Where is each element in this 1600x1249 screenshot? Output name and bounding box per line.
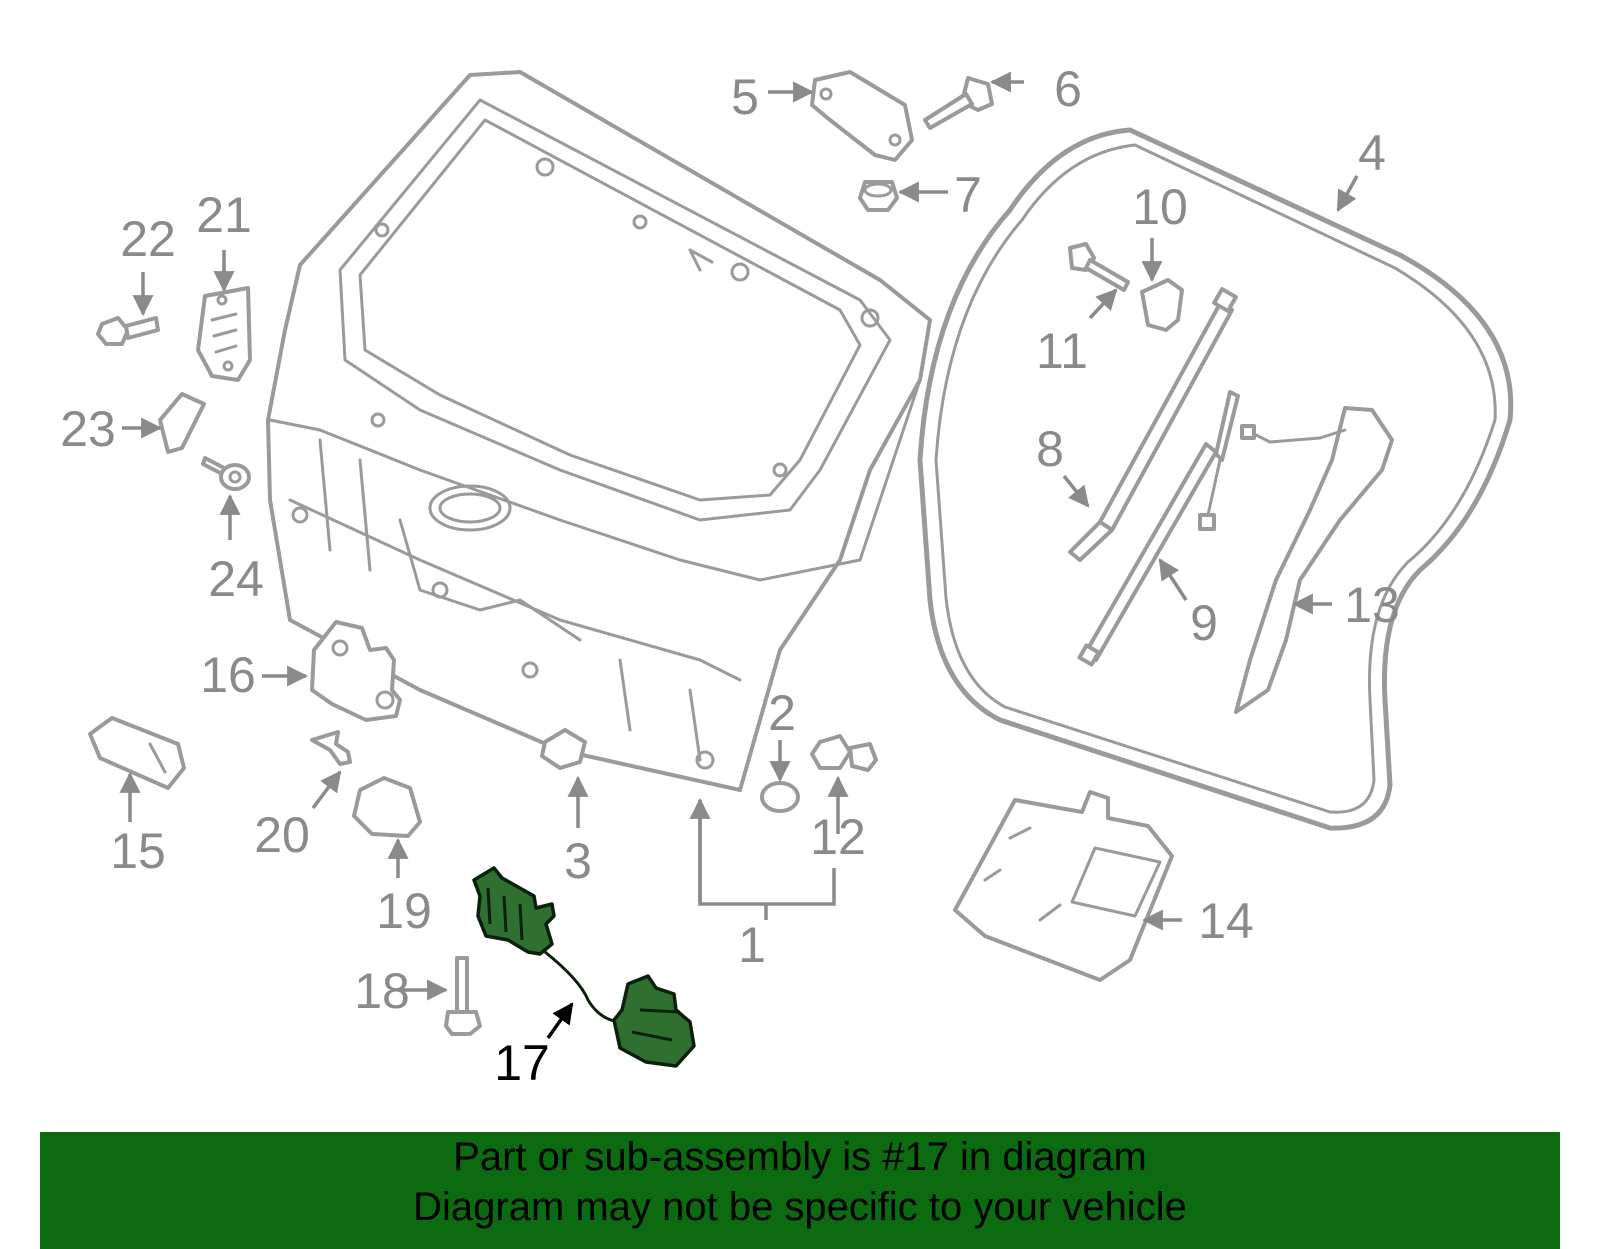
strut-bracket <box>1140 278 1184 332</box>
callout-19: 19 <box>376 883 432 939</box>
banner-line-1: Part or sub-assembly is #17 in diagram <box>453 1135 1147 1179</box>
plug-cap <box>760 781 800 813</box>
callout-11: 11 <box>1036 323 1088 379</box>
callout-20: 20 <box>254 807 310 863</box>
latch-screw <box>310 730 352 766</box>
callout-7: 7 <box>954 167 982 223</box>
callout-4: 4 <box>1358 125 1386 181</box>
hinge-bracket <box>810 70 914 162</box>
callout-22: 22 <box>120 211 176 267</box>
callout-6: 6 <box>1054 61 1082 117</box>
latch-actuator-highlighted <box>472 866 696 1068</box>
bumper-stop <box>810 734 878 772</box>
liftgate-panel <box>266 70 932 792</box>
harness-trim <box>1234 406 1394 714</box>
callout-1: 1 <box>738 917 766 973</box>
trim-clip <box>540 728 587 770</box>
bracket-cover <box>158 392 206 454</box>
latch-pad <box>352 776 422 838</box>
callout-13: 13 <box>1344 577 1400 633</box>
callout-18: 18 <box>354 963 410 1019</box>
cover-cap <box>88 716 186 790</box>
side-bracket <box>196 286 252 382</box>
weatherstrip-seal <box>917 127 1514 831</box>
actuator-bolt <box>444 956 482 1036</box>
cover-screw <box>201 456 251 491</box>
banner-line-2: Diagram may not be specific to your vehi… <box>413 1185 1187 1229</box>
callout-5: 5 <box>731 69 759 125</box>
callout-3: 3 <box>564 833 592 889</box>
callout-21: 21 <box>196 187 252 243</box>
callout-16: 16 <box>200 647 256 703</box>
callout-10: 10 <box>1132 179 1188 235</box>
callout-17: 17 <box>494 1035 550 1091</box>
callout-24: 24 <box>208 551 264 607</box>
callout-15: 15 <box>110 823 166 879</box>
strut-bolt <box>1068 242 1130 292</box>
callout-9: 9 <box>1190 595 1218 651</box>
callout-12: 12 <box>810 809 866 865</box>
gas-strut-left <box>1068 287 1238 562</box>
callout-14: 14 <box>1198 893 1254 949</box>
latch-assembly <box>310 620 402 722</box>
callout-23: 23 <box>60 401 116 457</box>
leader-lines <box>119 71 1359 1040</box>
callout-8: 8 <box>1036 421 1064 477</box>
callout-2: 2 <box>768 685 796 741</box>
side-bolt <box>96 316 160 346</box>
hinge-nut <box>858 180 899 212</box>
gas-strut-right <box>1077 390 1240 667</box>
info-banner: Part or sub-assembly is #17 in diagram D… <box>40 1132 1560 1249</box>
sound-pad <box>953 790 1174 982</box>
hinge-bolt <box>923 76 994 130</box>
callout-labels: 1 2 3 4 5 6 7 8 9 10 11 12 13 14 15 16 1… <box>60 61 1400 1091</box>
